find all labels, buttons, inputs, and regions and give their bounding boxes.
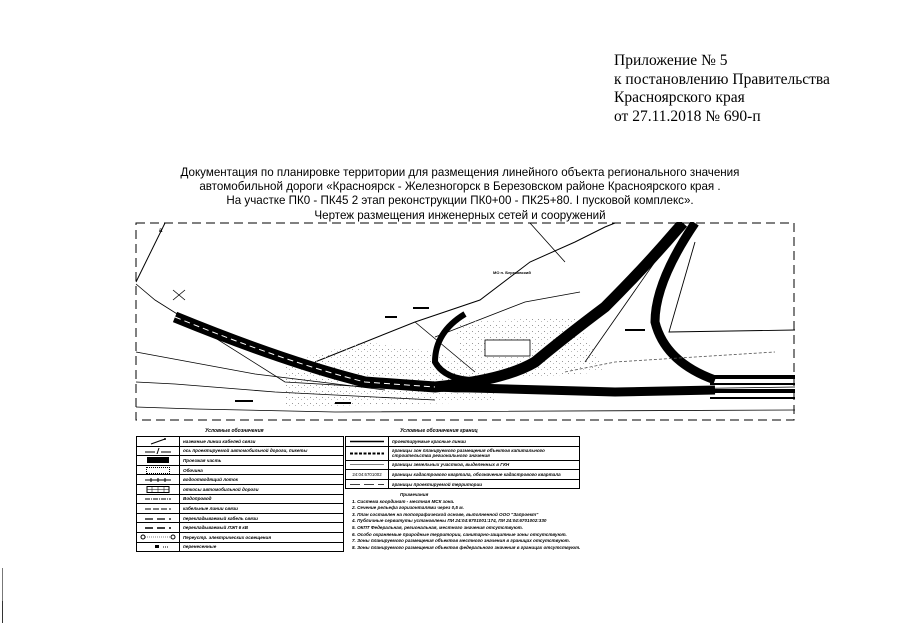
title-line-3: На участке ПК0 - ПК45 2 этап реконструкц… [226,194,694,208]
corner-marker: а [159,228,163,234]
legend-row: перекладываемый ЛЭП 6 кВ [136,522,344,533]
water-pipe-icon [136,493,180,505]
zone-boundary-icon [345,445,389,461]
legend-row: откосы автомобильной дороги [136,483,344,495]
legend-row: 24:04:6701002 границы кадастрового кварт… [345,469,580,480]
pole-line-icon [136,436,180,447]
note-item: 6. Особо охраняемые природные территории… [352,531,567,537]
legend-row: перенесенные [136,541,344,553]
settlement-label: МО п. Березовский [493,270,531,275]
note-item: 3. План составлен на топографической осн… [352,511,539,517]
scan-edge-mark-dark [2,601,3,623]
legend-row: Переустр. электрических освещения [136,531,344,543]
note-item: 5. ОКПТ Федеральная, региональная, местн… [352,524,523,530]
legend-row: ось проектируемой автомобильной дороги, … [136,445,344,457]
document-title: Документация по планировке территории дл… [150,166,770,223]
appendix-region: Красноярского края [614,89,745,106]
territory-boundary-icon [345,478,389,490]
note-item: 2. Сечение рельефа горизонталями через 0… [352,505,464,511]
note-item: 1. Система координат - местная МСК зона. [352,498,455,504]
cable-line-icon [136,503,180,514]
appendix-number: Приложение № 5 [614,52,728,69]
appendix-date: от 27.11.2018 № 690-п [614,107,761,125]
red-line-icon [345,436,389,447]
legend-left-caption: Условные обозначения [205,428,264,434]
lighting-pole-icon [136,531,180,543]
legend-row: Обочина [136,464,344,476]
legend-row: наземные линии кабелей связи [136,436,344,447]
road-plan-drawing [135,222,795,421]
legend-row: водоотводящий лоток [136,474,344,485]
roadway-fill-icon [136,455,180,466]
note-item: 7. Зоны планируемого размещения объектов… [352,538,570,544]
legend-table-right: проектируемые красные линии границы зон … [345,436,580,490]
land-plot-boundary-icon [345,459,389,471]
legend-row: перекладываемый кабель связи [136,512,344,524]
legend-row: проектируемые красные линии [345,436,580,447]
power-line-icon [136,522,180,533]
crossing-icon [136,445,180,457]
drawing-notes: Примечания 1. Система координат - местна… [352,492,582,551]
legend-row: границы земельных участков, выделенных в… [345,459,580,471]
title-line-1: Документация по планировке территории дл… [180,166,740,179]
engineering-drawing-map: МО п. Березовский а [135,222,795,422]
survey-point-icon [172,289,186,301]
legend-table-left: наземные линии кабелей связи ось проекти… [136,436,344,553]
notes-title: Примечания [400,492,429,497]
appendix-header: Приложение № 5 к постановлению Правитель… [614,52,854,126]
title-line-2: автомобильной дороги «Красноярск - Желез… [199,180,721,194]
relaid-cable-icon [136,512,180,524]
note-item: 4. Публичные сервитуты установлены ПИ 24… [352,518,547,524]
legend-row: Проезжая часть [136,455,344,466]
legend-row: границы зон планируемого размещения объе… [345,445,580,461]
legend-row: Водопровод [136,493,344,505]
slope-grid-icon [136,483,180,495]
appendix-resolution: к постановлению Правительства [614,70,830,88]
note-item: 8. Зоны планируемого размещения объектов… [352,544,581,550]
drain-tray-icon [136,474,180,485]
legend-right-caption: Условные обозначения границ [400,428,478,434]
relocated-marker-icon [136,541,180,553]
cadastral-quarter-icon: 24:04:6701002 [345,469,389,480]
map-frame-border [135,222,795,421]
title-line-4: Чертеж размещения инженерных сетей и соо… [314,208,606,222]
legend-row: границы проектируемой территории [345,478,580,490]
legend-row: кабельные линии связи [136,503,344,514]
scan-edge-mark [2,568,3,623]
shoulder-icon [136,464,180,476]
